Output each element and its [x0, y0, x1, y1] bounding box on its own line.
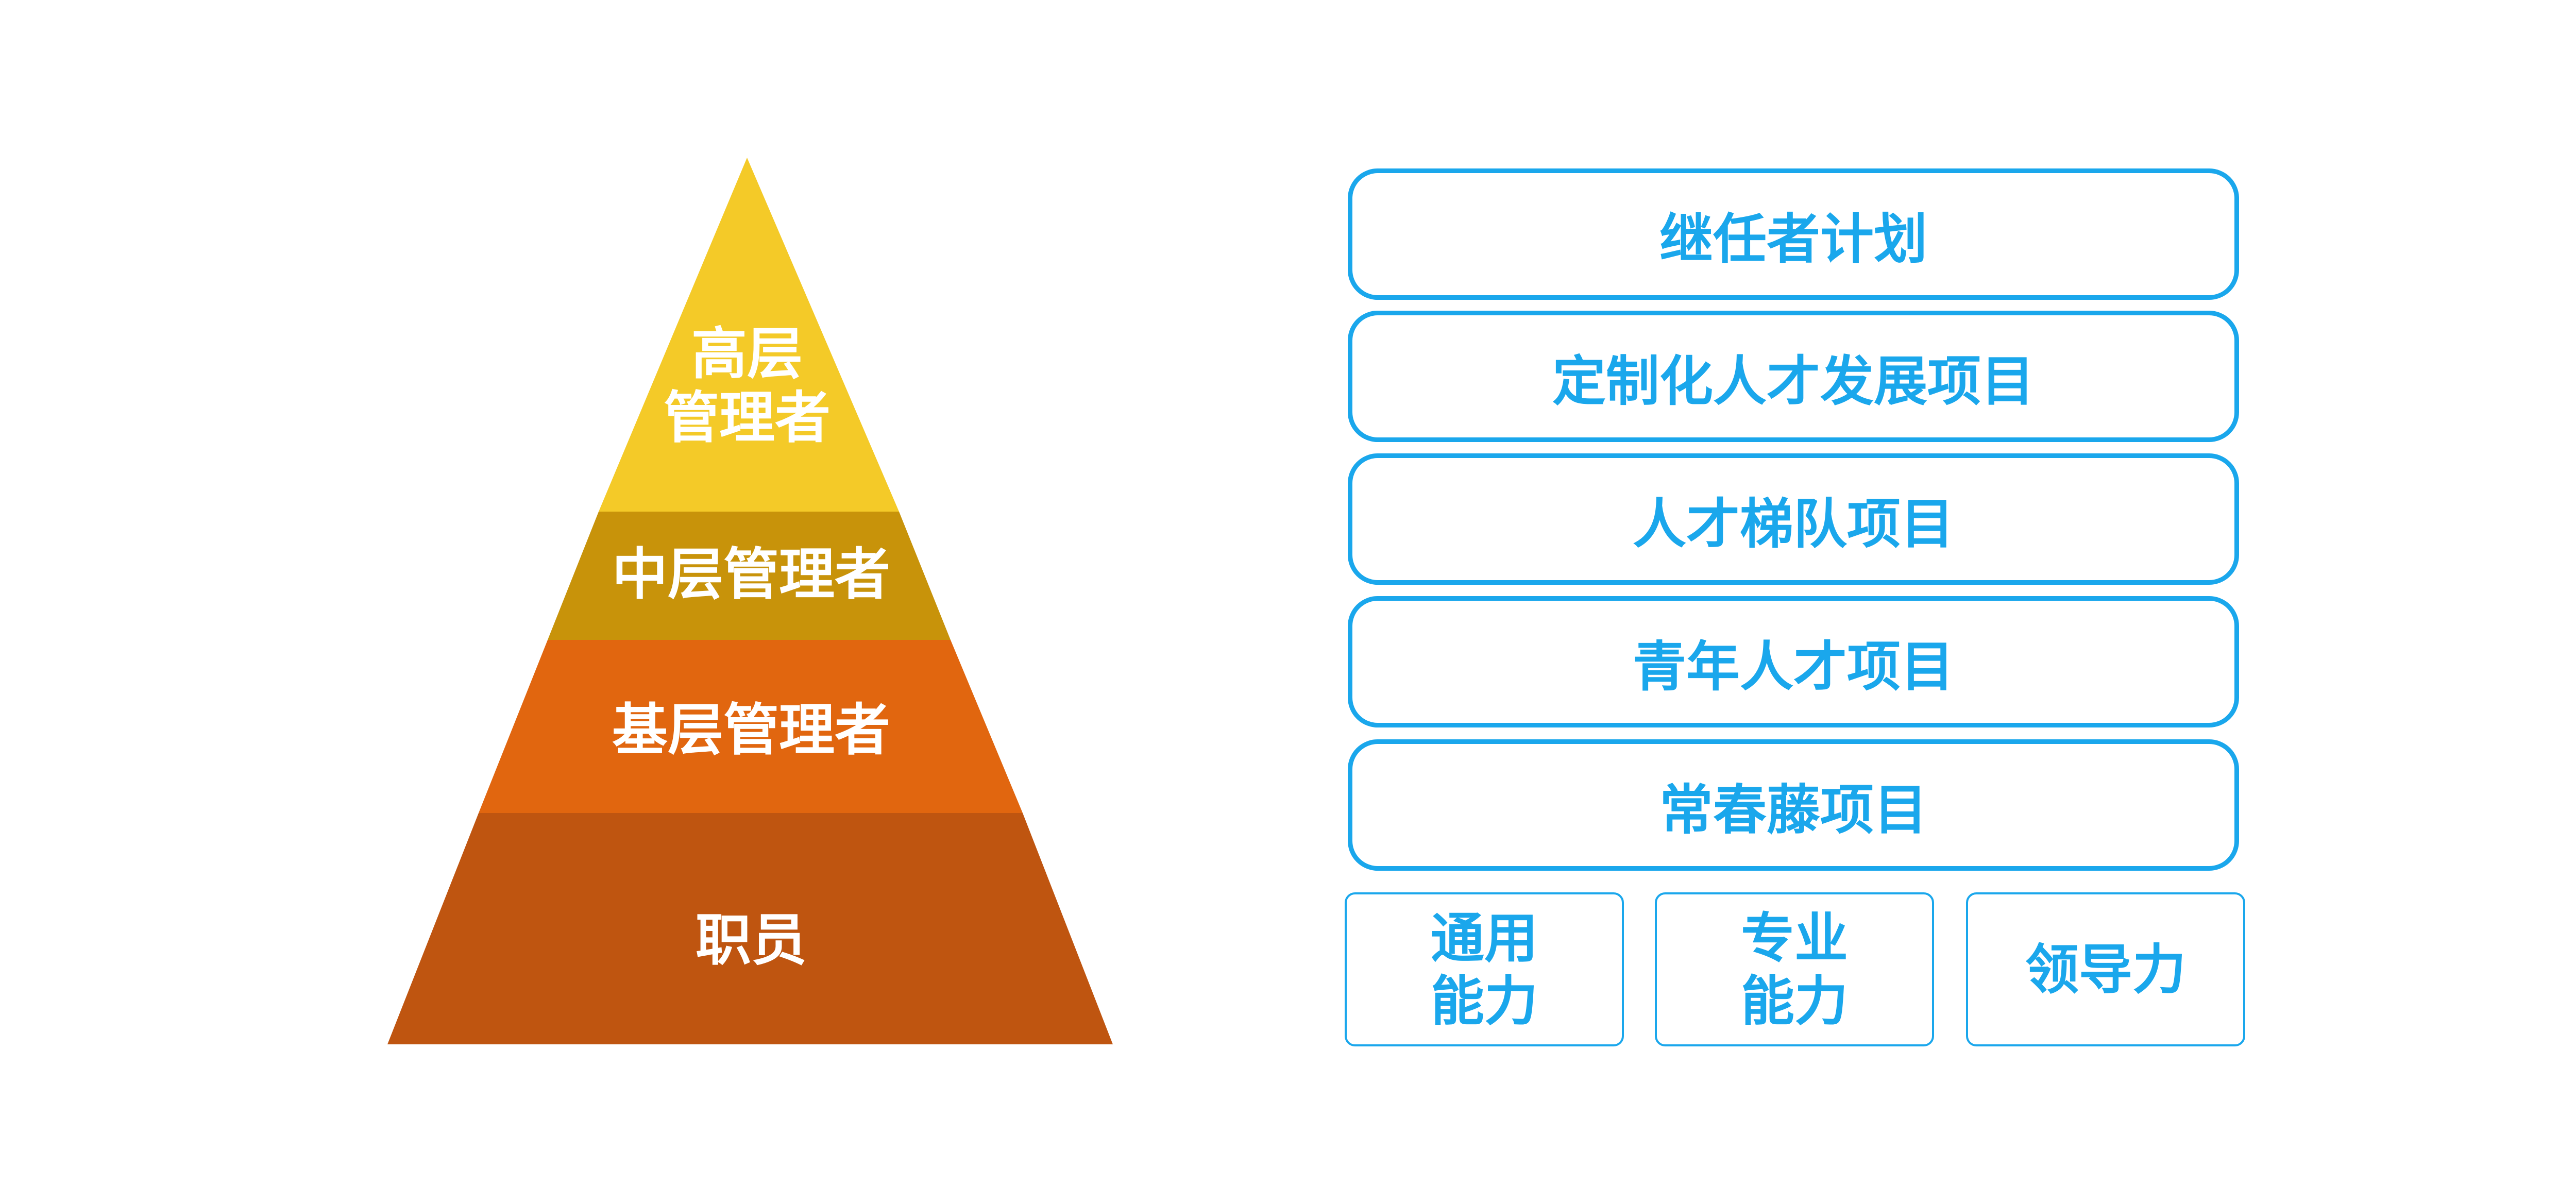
pyramid-label-line: 中层管理者 — [612, 543, 891, 607]
program-label: 青年人才项目 — [1632, 635, 1954, 698]
program-label: 继任者计划 — [1659, 208, 1927, 270]
program-label: 常春藤项目 — [1659, 778, 1927, 841]
capability-professional: 专业 能力 — [1655, 892, 1934, 1046]
pyramid-label-line: 管理者 — [663, 386, 831, 450]
program-young-talent: 青年人才项目 — [1348, 596, 2239, 727]
pyramid-label-base-managers: 基层管理者 — [612, 699, 890, 763]
program-label: 人才梯队项目 — [1632, 493, 1954, 555]
capability-general: 通用 能力 — [1345, 892, 1624, 1046]
program-customized-talent-development: 定制化人才发展项目 — [1348, 311, 2239, 442]
program-succession-plan: 继任者计划 — [1348, 168, 2239, 300]
pyramid-label-senior-managers: 高层 管理者 — [664, 323, 831, 450]
pyramid-tier-top — [599, 158, 899, 512]
pyramid-tier-middle — [548, 512, 951, 640]
pyramid-label-staff: 职员 — [696, 909, 807, 973]
capability-label-line: 领导力 — [2025, 938, 2186, 1001]
capability-label-line: 通用 — [1430, 906, 1538, 970]
capability-label-line: 能力 — [1430, 969, 1538, 1032]
pyramid-label-line: 高层 — [691, 322, 803, 386]
pyramid-label-line: 职员 — [695, 908, 807, 973]
program-ivy: 常春藤项目 — [1348, 739, 2239, 871]
capability-label-line: 专业 — [1740, 906, 1848, 970]
pyramid-label-line: 基层管理者 — [612, 698, 891, 763]
capability-label-line: 能力 — [1740, 969, 1848, 1032]
pyramid-label-middle-managers: 中层管理者 — [612, 543, 890, 607]
pyramid-tier-base-manager — [479, 640, 1023, 813]
capability-leadership: 领导力 — [1966, 892, 2245, 1046]
program-talent-pipeline: 人才梯队项目 — [1348, 453, 2239, 585]
program-label: 定制化人才发展项目 — [1552, 350, 2035, 413]
pyramid-tier-staff — [387, 813, 1113, 1044]
